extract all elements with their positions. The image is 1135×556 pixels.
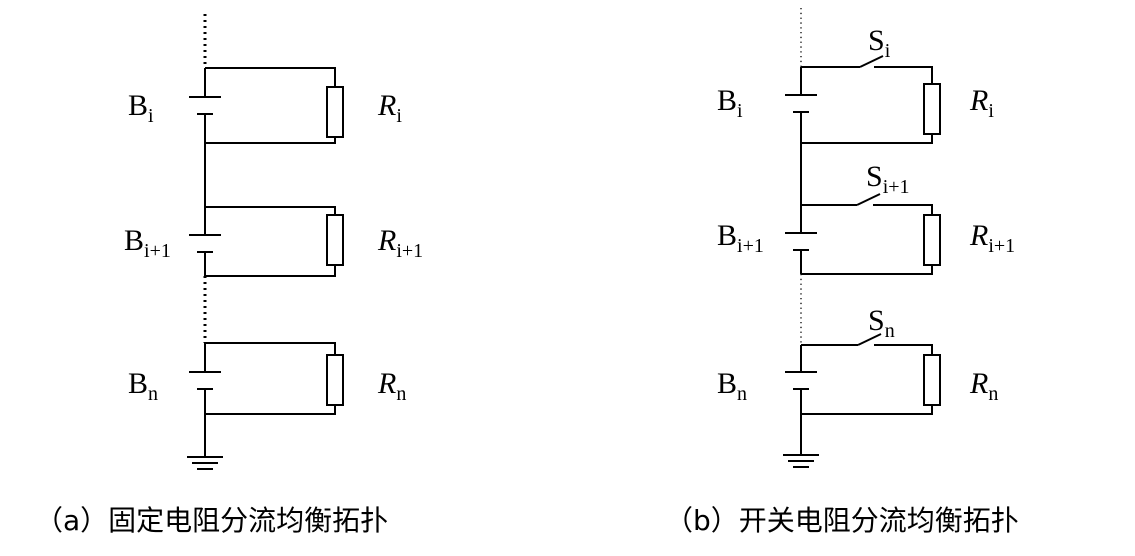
wire-loop	[800, 344, 933, 415]
resistor-icon	[923, 83, 941, 135]
ground-icon	[187, 414, 223, 470]
battery-label-i: Bi	[717, 84, 743, 122]
caption-b: （b）开关电阻分流均衡拓扑	[665, 504, 1019, 537]
switch-icon	[859, 55, 884, 68]
wire-loop	[204, 67, 336, 144]
switch-label-i-plus-1: Si+1	[866, 160, 910, 198]
battery-label-n: Bn	[128, 367, 158, 405]
wire-loop	[204, 206, 336, 277]
resistor-icon	[923, 214, 941, 266]
wire-loop	[800, 66, 933, 144]
cell-a-i-plus-1	[189, 206, 344, 277]
diagram-b-switched-resistor: Bi Bi+1 Bn Ri Ri+1 Rn Si Si+1 Sn （b）开关电阻…	[665, 8, 1019, 537]
switch-label-i: Si	[868, 24, 891, 62]
battery-label-i-plus-1: Bi+1	[717, 219, 764, 257]
resistor-label-i: Ri	[377, 89, 402, 127]
battery-label-n: Bn	[717, 367, 747, 405]
ground-icon	[783, 414, 819, 468]
cell-b-n	[785, 333, 941, 415]
cell-a-n	[189, 342, 344, 415]
switch-icon	[857, 333, 882, 346]
resistor-label-i-plus-1: Ri+1	[969, 219, 1015, 257]
wire-loop	[204, 342, 336, 415]
switch-label-n: Sn	[868, 304, 895, 342]
resistor-icon	[326, 354, 344, 406]
resistor-label-i-plus-1: Ri+1	[377, 224, 423, 262]
resistor-label-i: Ri	[969, 84, 994, 122]
resistor-icon	[923, 354, 941, 406]
wire-loop	[800, 204, 933, 275]
battery-label-i: Bi	[128, 89, 154, 127]
resistor-label-n: Rn	[377, 367, 406, 405]
cell-b-i	[785, 55, 941, 144]
resistor-icon	[326, 214, 344, 266]
cell-a-i	[189, 67, 344, 144]
cell-b-i-plus-1	[785, 193, 941, 275]
switch-icon	[856, 193, 881, 206]
resistor-icon	[326, 86, 344, 138]
caption-a: （a）固定电阻分流均衡拓扑	[35, 504, 388, 537]
diagram-a-fixed-resistor: Bi Bi+1 Bn Ri Ri+1 Rn （a）固定电阻分流均衡拓扑	[35, 14, 423, 537]
battery-label-i-plus-1: Bi+1	[124, 224, 171, 262]
resistor-label-n: Rn	[969, 367, 998, 405]
